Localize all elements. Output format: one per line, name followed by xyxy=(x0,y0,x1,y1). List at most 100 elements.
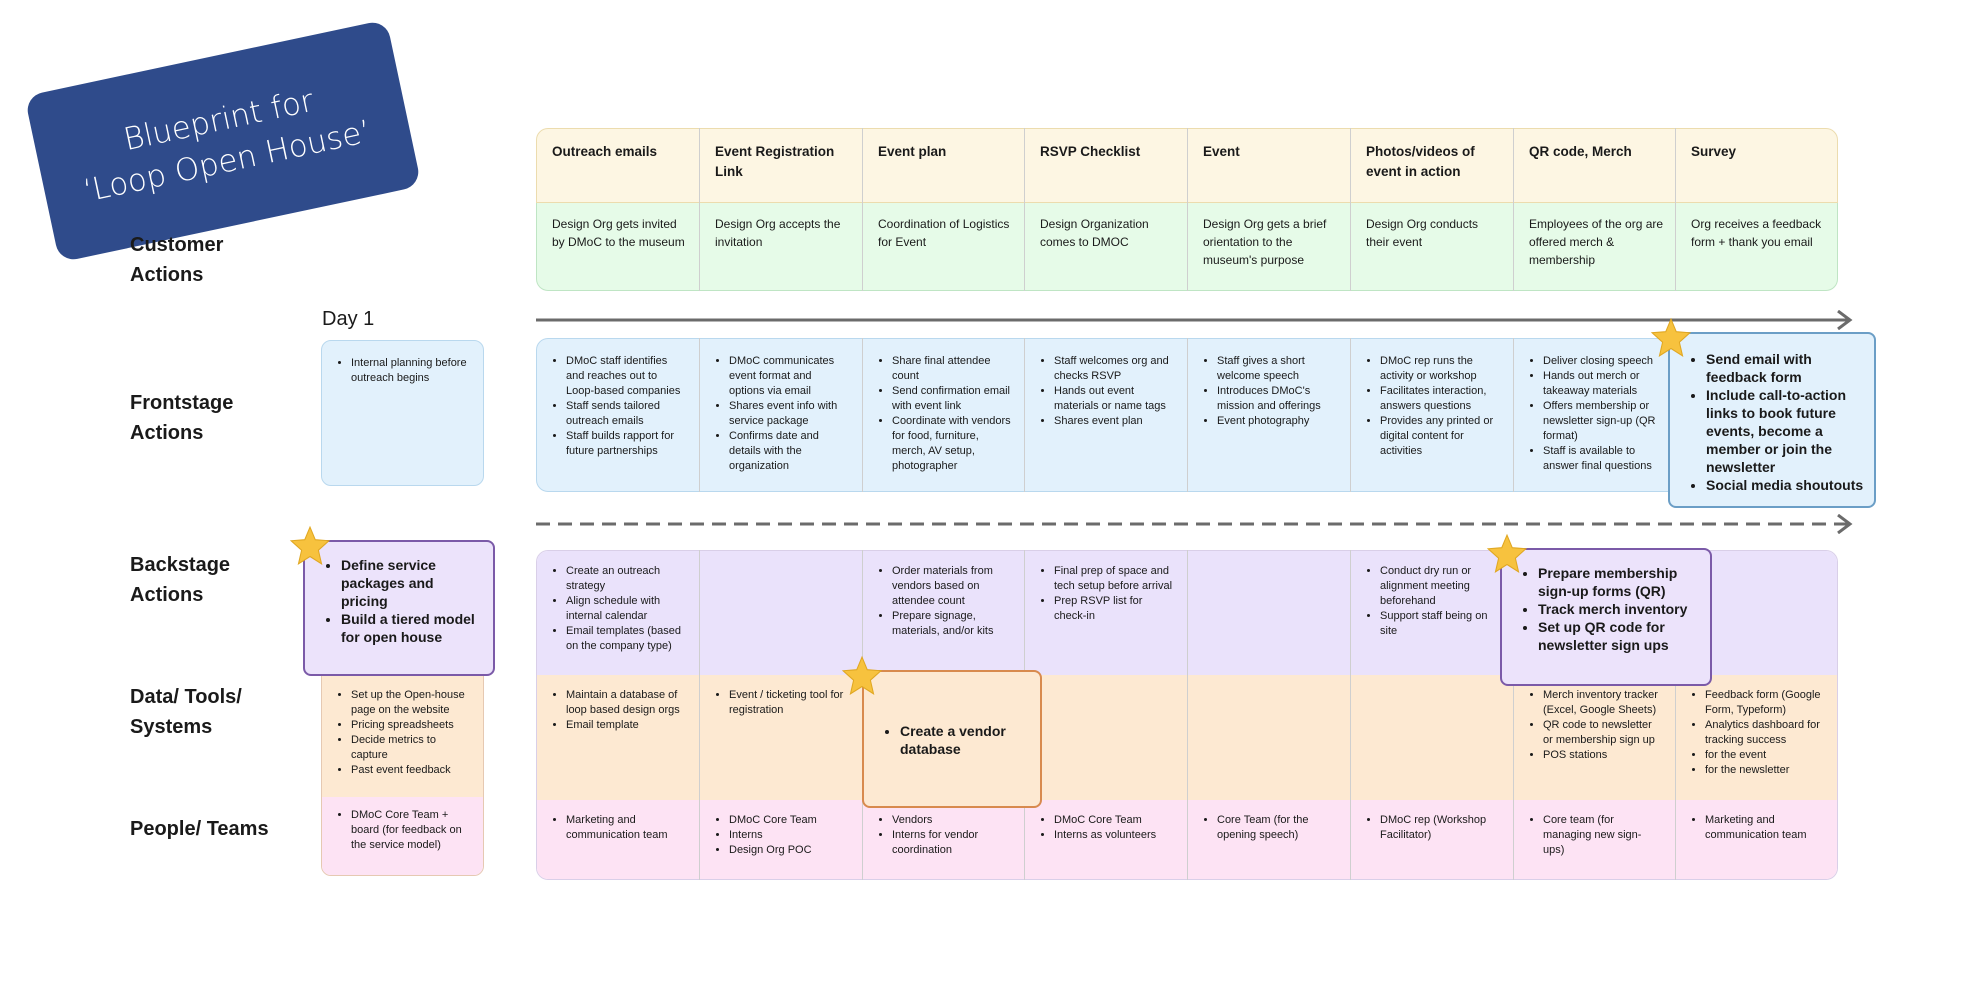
column-divider xyxy=(699,203,700,291)
cell-data: Event / ticketing tool for registration xyxy=(699,674,862,799)
day1-data-cell-bg xyxy=(322,675,483,798)
list-item: Share final attendee count xyxy=(892,354,1011,384)
cell-frontstage: DMoC rep runs the activity or workshopFa… xyxy=(1350,338,1513,492)
column-divider xyxy=(1675,203,1676,291)
cell-header: Event plan xyxy=(878,144,947,159)
cell-frontstage: Share final attendee countSend confirmat… xyxy=(862,338,1025,492)
list-item: Send confirmation email with event link xyxy=(892,384,1011,414)
cell-customer: Employees of the org are offered merch &… xyxy=(1529,217,1664,267)
cell-customer: Design Org gets invited by DMoC to the m… xyxy=(552,217,685,249)
star-icon xyxy=(289,525,331,565)
day1-frontstage-cell: Internal planning before outreach begins xyxy=(321,340,484,486)
row-label-frontstage-actions: Frontstage Actions xyxy=(130,392,234,444)
day1-data-cell: Set up the Open-house page on the websit… xyxy=(321,674,484,796)
column-divider xyxy=(1675,550,1676,880)
highlight-service-packages: Define service packages and pricing Buil… xyxy=(303,540,495,676)
list-item: Final prep of space and tech setup befor… xyxy=(1054,564,1173,594)
list-item: DMoC staff identifies and reaches out to… xyxy=(566,354,685,399)
cell-customer: Design Org gets a brief orientation to t… xyxy=(1203,217,1327,267)
cell-customer: Design Org conducts their event xyxy=(1366,217,1479,249)
list-item: Conduct dry run or alignment meeting bef… xyxy=(1380,564,1499,609)
list-item: Core team (for managing new sign-ups) xyxy=(1543,813,1662,858)
column-divider xyxy=(1350,550,1351,880)
cell-header: Photos/videos of event in action xyxy=(1366,144,1475,179)
list-item: Facilitates interaction, answers questio… xyxy=(1380,384,1499,414)
list-item: Staff builds rapport for future partners… xyxy=(566,429,685,459)
cell-people: VendorsInterns for vendor coordination xyxy=(862,799,1025,880)
star-icon xyxy=(1650,317,1692,357)
cell-customer: Design Organization comes to DMOC xyxy=(1040,217,1149,249)
cell-data xyxy=(1187,674,1350,799)
cell-header: QR code, Merch xyxy=(1529,144,1632,159)
list-item: Prepare signage, materials, and/or kits xyxy=(892,609,1011,639)
row-label-backstage-actions: Backstage Actions xyxy=(130,554,231,606)
cell-header: Survey xyxy=(1691,144,1737,159)
cell-frontstage: Staff welcomes org and checks RSVPHands … xyxy=(1024,338,1187,492)
list-item: Merch inventory tracker (Excel, Google S… xyxy=(1543,688,1662,718)
cell-header: RSVP Checklist xyxy=(1040,144,1141,159)
list-item: Maintain a database of loop based design… xyxy=(566,688,685,718)
cell-frontstage: Staff gives a short welcome speechIntrod… xyxy=(1187,338,1350,492)
cell-backstage: Order materials from vendors based on at… xyxy=(862,550,1025,674)
list-item: Support staff being on site xyxy=(1380,609,1499,639)
list-item: Staff sends tailored outreach emails xyxy=(566,399,685,429)
cell-data xyxy=(1350,674,1513,799)
cell-frontstage: Deliver closing speechHands out merch or… xyxy=(1513,338,1676,492)
column-divider xyxy=(1513,203,1514,291)
column-divider xyxy=(1350,338,1351,492)
list-item: QR code to newsletter or membership sign… xyxy=(1543,718,1662,748)
cell-customer: Design Org accepts the invitation xyxy=(715,217,841,249)
cell-backstage: Create an outreach strategyAlign schedul… xyxy=(536,550,699,674)
column-divider xyxy=(699,550,700,880)
list-item: Order materials from vendors based on at… xyxy=(892,564,1011,609)
day-label: Day 1 xyxy=(322,308,375,330)
cell-people: DMoC Core TeamInterns as volunteers xyxy=(1024,799,1187,880)
frontstage-timeline-arrow xyxy=(536,310,1853,330)
star-icon xyxy=(841,655,883,695)
cell-customer: Org receives a feedback form + thank you… xyxy=(1691,217,1822,249)
list-item: Introduces DMoC's mission and offerings xyxy=(1217,384,1336,414)
row-label-customer-actions: Customer Actions xyxy=(130,234,224,286)
day1-lower-card xyxy=(321,674,484,876)
list-item: Email template xyxy=(566,718,685,733)
list-item: Deliver closing speech xyxy=(1543,354,1662,369)
cell-backstage: Conduct dry run or alignment meeting bef… xyxy=(1350,550,1513,674)
cell-people: Marketing and communication team xyxy=(1675,799,1838,880)
cell-people: Core team (for managing new sign-ups) xyxy=(1513,799,1676,880)
list-item: Hands out merch or takeaway materials xyxy=(1543,369,1662,399)
cell-frontstage: DMoC staff identifies and reaches out to… xyxy=(536,338,699,492)
list-item: Event / ticketing tool for registration xyxy=(729,688,848,718)
cell-people: Marketing and communication team xyxy=(536,799,699,880)
list-item: Feedback form (Google Form, Typeform) xyxy=(1705,688,1824,718)
list-item: for the event xyxy=(1705,748,1824,763)
cell-backstage xyxy=(1187,550,1350,674)
column-divider xyxy=(1187,550,1188,880)
list-item: Email templates (based on the company ty… xyxy=(566,624,685,654)
list-item: Staff is available to answer final quest… xyxy=(1543,444,1662,474)
column-divider xyxy=(1187,338,1188,492)
list-item: POS stations xyxy=(1543,748,1662,763)
list-item: Core Team (for the opening speech) xyxy=(1217,813,1336,843)
list-item: Prep RSVP list for check-in xyxy=(1054,594,1173,624)
column-divider xyxy=(1187,203,1188,291)
highlight-vendor-database: Create a vendor database xyxy=(862,670,1042,808)
day1-people-cell-bg xyxy=(322,797,483,875)
list-item: Offers membership or newsletter sign-up … xyxy=(1543,399,1662,444)
list-item: Provides any printed or digital content … xyxy=(1380,414,1499,459)
cell-people: Core Team (for the opening speech) xyxy=(1187,799,1350,880)
list-item: Marketing and communication team xyxy=(566,813,685,843)
list-item: Hands out event materials or name tags xyxy=(1054,384,1173,414)
cell-data xyxy=(1024,674,1187,799)
column-divider xyxy=(862,338,863,492)
list-item: Interns for vendor coordination xyxy=(892,828,1011,858)
row-label-data-tools-systems: Data/ Tools/ Systems xyxy=(130,686,242,738)
list-item: DMoC communicates event format and optio… xyxy=(729,354,848,399)
list-item: for the newsletter xyxy=(1705,763,1824,778)
list-item: Vendors xyxy=(892,813,1011,828)
column-divider xyxy=(1513,550,1514,880)
star-icon xyxy=(1486,533,1528,573)
list-item: Shares event plan xyxy=(1054,414,1173,429)
list-item: Confirms date and details with the organ… xyxy=(729,429,848,474)
cell-data: Merch inventory tracker (Excel, Google S… xyxy=(1513,674,1676,799)
list-item: Staff welcomes org and checks RSVP xyxy=(1054,354,1173,384)
